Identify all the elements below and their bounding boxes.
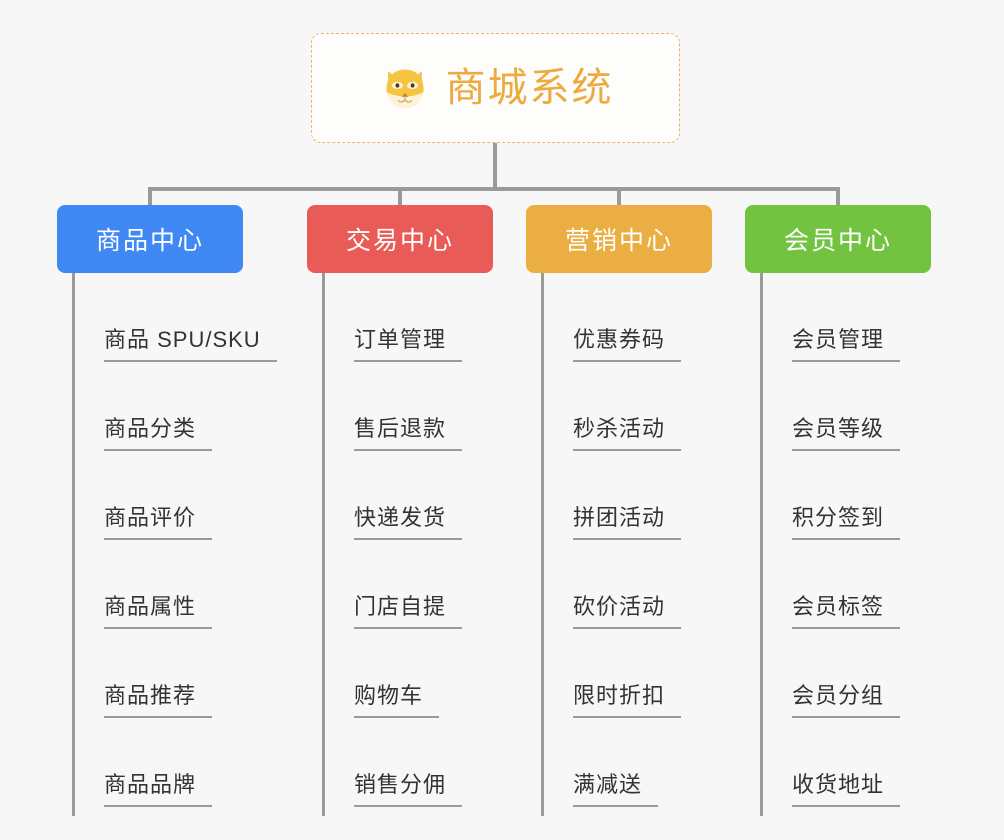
leaf-label: 购物车 [354,683,440,718]
leaf-column-member-center: 会员管理 会员等级 积分签到 会员标签 会员分组 收货地址 [760,273,901,816]
shiba-dog-face-icon [385,69,424,109]
leaf-label: 销售分佣 [354,772,463,807]
leaf-item[interactable]: 满减送 [541,718,681,807]
leaf-label: 限时折扣 [573,683,682,718]
leaf-label: 商品评价 [104,505,213,540]
leaf-label: 会员管理 [792,327,901,362]
leaf-label: 商品 SPU/SKU [104,327,277,362]
leaf-label: 会员分组 [792,683,901,718]
root-node-shopping-mall-system[interactable]: 商城系统 [311,33,680,143]
leaf-item[interactable]: 商品分类 [72,362,277,451]
leaf-label: 秒杀活动 [573,416,682,451]
connector-drop-category-4 [836,187,840,209]
leaf-item[interactable]: 商品 SPU/SKU [72,273,277,362]
leaf-label: 商品品牌 [104,772,213,807]
leaf-label: 商品推荐 [104,683,213,718]
leaf-label: 订单管理 [354,327,463,362]
column-trunk-line [322,273,325,816]
leaf-item[interactable]: 砍价活动 [541,540,682,629]
category-label: 交易中心 [345,227,454,255]
column-trunk-line [541,273,544,816]
leaf-item[interactable]: 商品属性 [72,540,277,629]
leaf-item[interactable]: 商品品牌 [72,718,277,807]
category-box-member-center[interactable]: 会员中心 [745,205,931,273]
leaf-item[interactable]: 销售分佣 [322,718,463,807]
leaf-column-trade-center: 订单管理 售后退款 快递发货 门店自提 购物车 销售分佣 [322,273,463,816]
leaf-label: 收货地址 [792,772,901,807]
leaf-item[interactable]: 会员管理 [760,273,901,362]
connector-drop-category-1 [148,187,152,209]
leaf-item[interactable]: 门店自提 [322,540,463,629]
leaf-item[interactable]: 拼团活动 [541,451,682,540]
leaf-label: 商品分类 [104,416,213,451]
leaf-label: 积分签到 [792,505,901,540]
leaf-item[interactable]: 会员标签 [760,540,901,629]
leaf-item[interactable]: 售后退款 [322,362,463,451]
leaf-column-product-center: 商品 SPU/SKU 商品分类 商品评价 商品属性 商品推荐 商品品牌 [72,273,277,816]
leaf-item[interactable]: 优惠券码 [541,273,682,362]
leaf-label: 拼团活动 [573,505,682,540]
leaf-label: 售后退款 [354,416,463,451]
leaf-label: 快递发货 [354,505,463,540]
root-title: 商城系统 [445,66,614,110]
column-trunk-line [760,273,763,816]
leaf-label: 门店自提 [354,594,463,629]
leaf-label: 砍价活动 [573,594,682,629]
leaf-item[interactable]: 订单管理 [322,273,463,362]
connector-drop-category-3 [617,187,621,209]
leaf-item[interactable]: 积分签到 [760,451,901,540]
leaf-item[interactable]: 商品评价 [72,451,277,540]
leaf-item[interactable]: 秒杀活动 [541,362,682,451]
leaf-column-marketing-center: 优惠券码 秒杀活动 拼团活动 砍价活动 限时折扣 满减送 [541,273,682,816]
leaf-label: 满减送 [573,772,659,807]
leaf-item[interactable]: 商品推荐 [72,629,277,718]
connector-root-stem [493,143,497,189]
leaf-item[interactable]: 快递发货 [322,451,463,540]
category-label: 会员中心 [783,227,892,255]
leaf-item[interactable]: 限时折扣 [541,629,682,718]
column-trunk-line [72,273,75,816]
category-box-product-center[interactable]: 商品中心 [57,205,243,273]
leaf-label: 会员标签 [792,594,901,629]
connector-drop-category-2 [398,187,402,209]
leaf-label: 会员等级 [792,416,901,451]
category-box-marketing-center[interactable]: 营销中心 [526,205,712,273]
category-label: 营销中心 [564,227,673,255]
leaf-item[interactable]: 会员等级 [760,362,901,451]
leaf-item[interactable]: 会员分组 [760,629,901,718]
leaf-label: 商品属性 [104,594,213,629]
leaf-label: 优惠券码 [573,327,682,362]
category-box-trade-center[interactable]: 交易中心 [307,205,493,273]
connector-horizontal-bus [148,187,840,191]
leaf-item[interactable]: 购物车 [322,629,462,718]
category-label: 商品中心 [95,227,204,255]
leaf-item[interactable]: 收货地址 [760,718,901,807]
